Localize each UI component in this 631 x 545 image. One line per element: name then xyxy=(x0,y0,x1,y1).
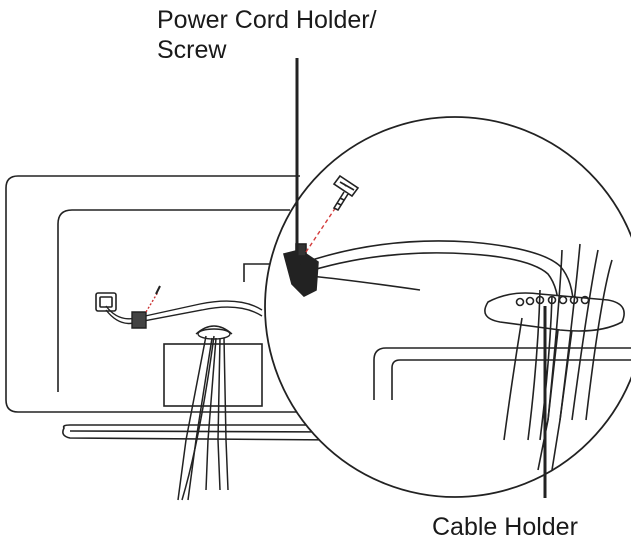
power-cord-holder-label-line2: Screw xyxy=(157,36,227,64)
power-socket xyxy=(95,292,117,312)
tv-stand xyxy=(62,343,341,441)
screw-icon xyxy=(332,174,360,212)
zoom-power-cable xyxy=(299,240,575,421)
tv-cable-route xyxy=(105,285,263,340)
cable-holder-label: Cable Holder xyxy=(432,513,578,541)
power-cord-holder-label: Power Cord Holder/ Screw xyxy=(157,5,377,65)
zoom-stand xyxy=(373,347,631,400)
small-holder-clip xyxy=(131,311,147,329)
zoom-detail xyxy=(283,174,631,471)
hanging-cables xyxy=(177,335,229,501)
zoom-circle xyxy=(264,116,631,498)
screw-guide-line xyxy=(305,197,343,253)
power-cord-holder-label-line1: Power Cord Holder/ xyxy=(157,6,377,34)
tv-outer-frame xyxy=(5,175,300,413)
tv-inner-panel xyxy=(57,209,290,392)
